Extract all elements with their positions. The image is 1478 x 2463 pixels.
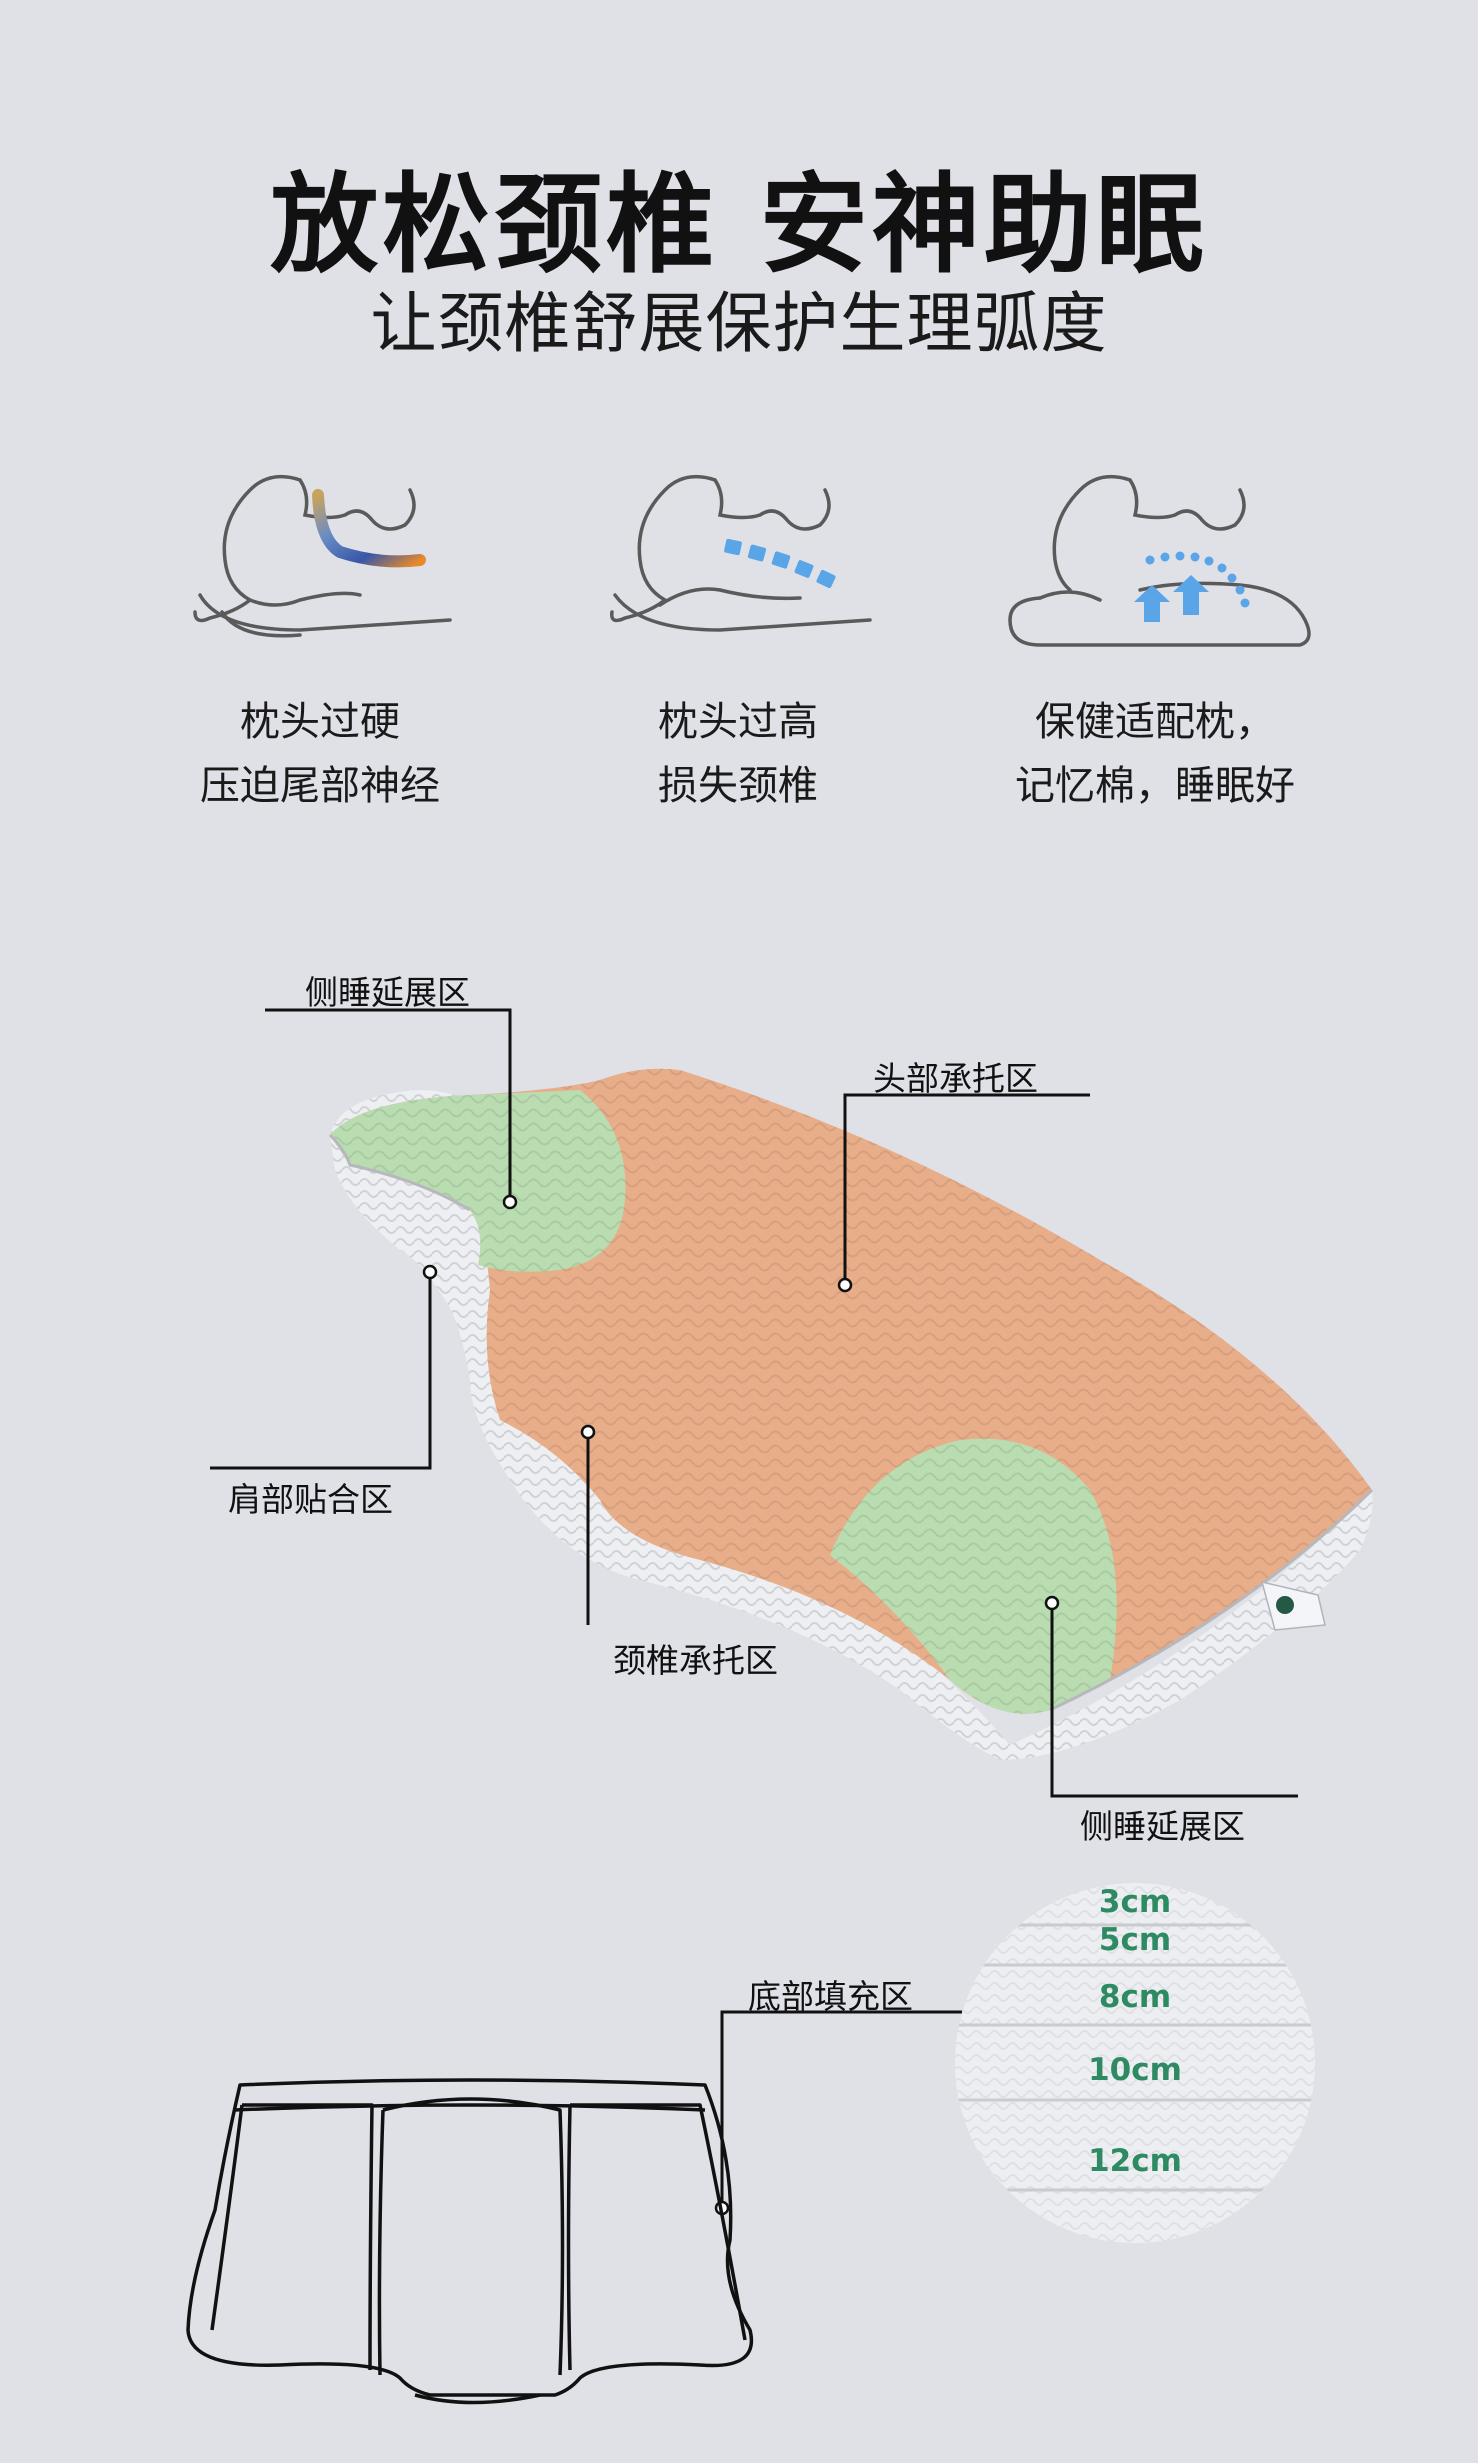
caption-line: 保健适配枕， [1035, 699, 1275, 745]
layer-label: 12cm [1088, 2143, 1182, 2179]
layer-label: 10cm [1088, 2052, 1182, 2088]
caption-line: 损失颈椎 [658, 763, 818, 809]
caption-line: 压迫尾部神经 [200, 763, 440, 809]
caption-fitted-pillow: 保健适配枕， 记忆棉，睡眠好 [945, 690, 1365, 818]
layer-lens [955, 1883, 1315, 2243]
caption-hard-pillow: 枕头过硬 压迫尾部神经 [110, 690, 530, 818]
caption-high-pillow: 枕头过高 损失颈椎 [528, 690, 948, 818]
pillow-bottom-outline [186, 2078, 754, 2405]
zone-label-bottom-fill: 底部填充区 [748, 1977, 913, 2016]
page-subtitle: 让颈椎舒展保护生理弧度 [370, 285, 1108, 362]
fitted-support-icon [1134, 551, 1250, 622]
fitted-pillow-icon [1008, 474, 1311, 647]
layer-label: 8cm [1098, 1979, 1172, 2015]
layer-label: 3cm [1098, 1884, 1172, 1920]
hard-spine-icon [312, 489, 426, 568]
caption-line: 枕头过硬 [240, 699, 400, 745]
pillow-illustration [328, 1068, 1374, 1760]
hard-pillow-icon [193, 474, 452, 638]
high-spine-icon [724, 538, 836, 589]
zone-label-shoulder-fit: 肩部贴合区 [228, 1480, 393, 1519]
zone-label-side-sleep-top: 侧睡延展区 [305, 973, 470, 1012]
zone-label-head-support: 头部承托区 [873, 1059, 1038, 1098]
caption-line: 记忆棉，睡眠好 [1015, 763, 1295, 809]
caption-line: 枕头过高 [658, 699, 818, 745]
zone-label-neck-support: 颈椎承托区 [613, 1641, 778, 1680]
zone-label-side-sleep-bottom: 侧睡延展区 [1080, 1807, 1245, 1846]
high-pillow-icon [610, 474, 872, 632]
layer-label: 5cm [1098, 1922, 1172, 1958]
zone-leader-lines [210, 1008, 1298, 2208]
page-title: 放松颈椎 安神助眠 [270, 163, 1208, 288]
